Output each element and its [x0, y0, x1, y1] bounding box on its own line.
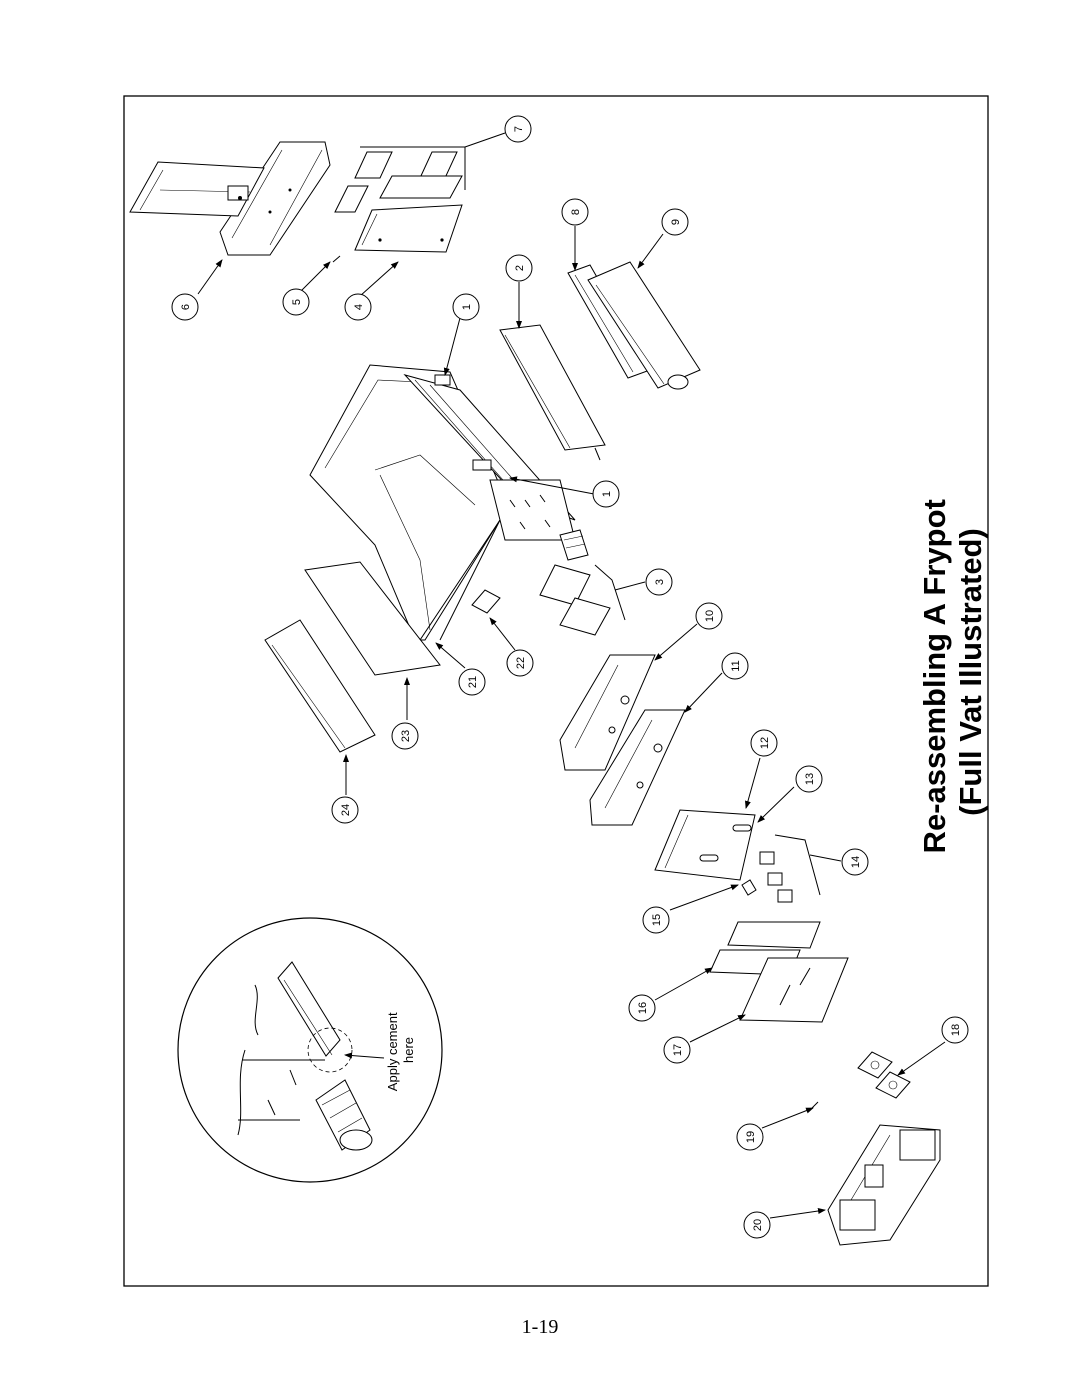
part-7-brackets	[334, 146, 466, 213]
callout-13: 13	[795, 765, 823, 793]
callout-23-label: 23	[400, 730, 412, 742]
callout-9-label: 9	[670, 219, 682, 225]
callout-1-mid-label: 1	[601, 491, 613, 497]
callout-14-label: 14	[850, 856, 862, 868]
part-22-clip	[471, 589, 501, 614]
callout-10-label: 10	[704, 610, 716, 622]
callout-18-label: 18	[950, 1024, 962, 1036]
diagram-title-line2: (Full Vat Illustrated)	[953, 528, 988, 816]
callout-19-label: 19	[745, 1131, 757, 1143]
part-18-gaskets	[857, 1051, 911, 1099]
detail-note: Apply cement here	[385, 1009, 416, 1091]
detail-note-line2: here	[401, 1037, 416, 1063]
callout-19: 19	[736, 1123, 764, 1151]
callout-18: 18	[941, 1016, 969, 1044]
callout-12-label: 12	[759, 737, 771, 749]
part-23-sheet	[304, 561, 441, 676]
diagram-border	[123, 95, 989, 1287]
callout-21-label: 21	[467, 676, 479, 688]
callout-12: 12	[750, 729, 778, 757]
callout-3-label: 3	[654, 579, 666, 585]
part-19-screw	[811, 1101, 819, 1109]
callout-6-label: 6	[180, 304, 192, 310]
callout-14: 14	[841, 848, 869, 876]
callout-20: 20	[743, 1211, 771, 1239]
callout-17-label: 17	[672, 1044, 684, 1056]
part-20-bracket-base	[827, 1124, 941, 1246]
callout-9: 9	[661, 208, 689, 236]
diagram-title-line1: Re-assembling A Frypot	[917, 499, 952, 853]
callout-1-mid: 1	[592, 480, 620, 508]
part-9-heat-tube	[587, 261, 701, 390]
callout-2: 2	[505, 254, 533, 282]
part-3-brackets	[539, 564, 626, 636]
callout-4: 4	[344, 293, 372, 321]
diagram-title: Re-assembling A Frypot (Full Vat Illustr…	[917, 491, 988, 854]
callout-22-label: 22	[515, 657, 527, 669]
callout-1-top-label: 1	[461, 304, 473, 310]
part-10-front-panel	[559, 654, 656, 771]
part-12-13-housing	[654, 809, 756, 881]
callout-21: 21	[458, 668, 486, 696]
callout-22: 22	[506, 649, 534, 677]
callout-13-label: 13	[804, 773, 816, 785]
callout-6: 6	[171, 293, 199, 321]
detail-note-line1: Apply cement	[385, 1012, 400, 1091]
callout-16-label: 16	[637, 1002, 649, 1014]
part-14-plates	[759, 834, 821, 903]
callout-17: 17	[663, 1036, 691, 1064]
part-24-channel	[264, 619, 376, 753]
part-5-pin	[332, 255, 341, 263]
callout-leaders	[197, 132, 946, 1219]
part-2-channel	[499, 324, 606, 461]
callout-7-label: 7	[513, 126, 525, 132]
part-11-panel	[589, 709, 686, 826]
part-6-top-cap	[129, 141, 331, 256]
callout-24-label: 24	[340, 804, 352, 816]
callout-5: 5	[282, 288, 310, 316]
callout-11-label: 11	[730, 660, 742, 671]
part-16-17-block	[709, 921, 849, 1023]
callout-15-label: 15	[651, 914, 663, 926]
detail-view	[177, 917, 443, 1183]
part-1-frypot-vat	[309, 364, 589, 641]
page-number: 1-19	[521, 1316, 559, 1338]
callout-23: 23	[391, 722, 419, 750]
callout-11: 11	[721, 652, 749, 680]
callout-1-top: 1	[452, 293, 480, 321]
callout-8-label: 8	[570, 209, 582, 215]
callout-7: 7	[504, 115, 532, 143]
callout-8: 8	[561, 198, 589, 226]
callout-20-label: 20	[752, 1219, 764, 1231]
part-21-gasket-edge	[419, 519, 501, 641]
callout-2-label: 2	[514, 265, 526, 271]
callout-10: 10	[695, 602, 723, 630]
callout-3: 3	[645, 568, 673, 596]
part-4-plate	[354, 204, 463, 253]
callout-4-label: 4	[353, 304, 365, 310]
callout-16: 16	[628, 994, 656, 1022]
callout-24: 24	[331, 796, 359, 824]
part-15-pin	[741, 879, 757, 896]
callout-15: 15	[642, 906, 670, 934]
callout-5-label: 5	[291, 299, 303, 305]
